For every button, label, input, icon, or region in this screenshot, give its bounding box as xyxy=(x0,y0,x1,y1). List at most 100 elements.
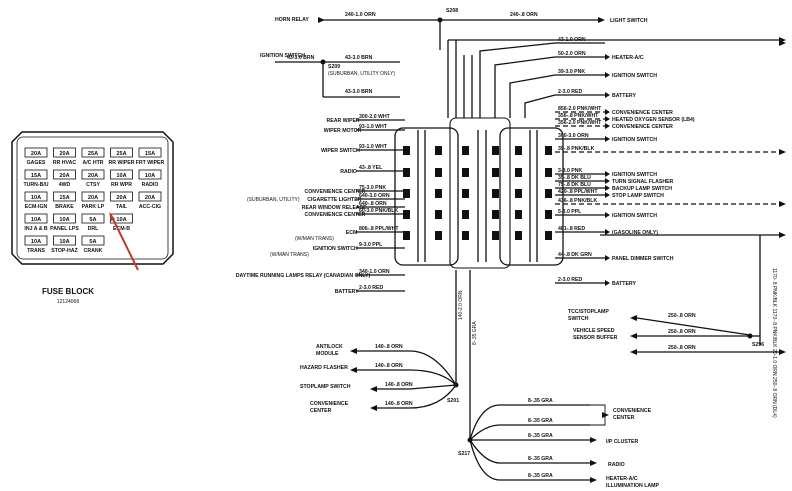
fuse-slot xyxy=(24,169,48,180)
connector-pin xyxy=(462,231,469,240)
connector-pin xyxy=(462,189,469,198)
connector-pin xyxy=(545,189,552,198)
fuse-name: ECM-IGN xyxy=(25,204,48,210)
right-arrow xyxy=(605,123,610,129)
riser-wire xyxy=(494,56,556,118)
right-wire-label: 420-.8 PPL/WHT xyxy=(558,189,598,195)
fuse-name: BRAKE xyxy=(55,204,74,210)
left-dest-label: REAR WIPER xyxy=(327,118,360,124)
fuse-name: PARK LP xyxy=(82,204,105,210)
pointer-arrow xyxy=(110,214,139,271)
bc-wire-4: 8-.35 GRA xyxy=(528,456,553,462)
fuse-name: PANEL LPS xyxy=(50,226,79,232)
right-wire-label: 436-.8 PNK/BLK xyxy=(558,198,597,204)
ip-cluster-label: I/P CLUSTER xyxy=(606,439,638,445)
fuse-slot xyxy=(138,191,162,202)
fuse-amp: 20A xyxy=(116,195,126,201)
right-dest-label: CONVENIENCE CENTER xyxy=(612,110,673,116)
fuse-slot xyxy=(24,147,48,158)
bottom-center-section: S217 8-.35 GRA 8-.35 GRA 8-.35 GRA 8-.35… xyxy=(458,385,659,489)
connector-pin xyxy=(515,168,522,177)
connector-pin xyxy=(462,146,469,155)
connector-pin xyxy=(492,189,499,198)
riser-wire xyxy=(524,94,556,118)
connector-pin xyxy=(435,168,442,177)
left-wire-label: 43-.8 YEL xyxy=(359,165,383,171)
fuse-amp: 25A xyxy=(88,151,98,157)
left-dest-label: RADIO xyxy=(340,169,357,175)
right-arrow xyxy=(605,255,610,261)
right-wire-label: 5-3.0 PPL xyxy=(558,209,582,215)
right-wire-label: 50-2.0 ORN xyxy=(558,51,586,57)
lr-wire-1: 250-.8 ORN xyxy=(668,313,696,319)
splice-s209-note: (SUBURBAN, UTILITY ONLY) xyxy=(328,71,395,77)
fuse-name: RR HVAC xyxy=(53,160,77,166)
ignition-switch-top: IGNITION SWITCH xyxy=(260,53,305,59)
right-dest-label: IGNITION SWITCH xyxy=(612,172,657,178)
fuse-slot xyxy=(53,147,76,158)
wire-43-brn-c: 43-3.0 BRN xyxy=(345,55,373,61)
left-wire-label: 93-1.0 WHT xyxy=(359,124,388,130)
fuse-name: FRT WIPER xyxy=(136,160,165,166)
right-arrow xyxy=(605,229,610,235)
right-arrow xyxy=(605,185,610,191)
left-dest-label: CIGARETTE LIGHTER xyxy=(307,197,361,203)
left-wire-label: 340-1.0 ORN xyxy=(359,269,390,275)
fuse-amp: 10A xyxy=(31,217,41,223)
right-dest-label: PANEL DIMMER SWITCH xyxy=(612,256,674,262)
bl-wire-2: 140-.8 ORN xyxy=(375,363,403,369)
horn-relay-label: HORN RELAY xyxy=(275,17,309,23)
fuse-slot xyxy=(138,169,162,180)
right-arrow xyxy=(605,92,610,98)
fuse-slot xyxy=(24,191,48,202)
right-wire-label: 39-.8 PNK/BLK xyxy=(558,146,595,152)
ecm-note: (W/MAN TRANS) xyxy=(295,236,334,242)
connector-pin xyxy=(435,210,442,219)
fuse-slot xyxy=(138,147,162,158)
right-arrow xyxy=(779,201,786,207)
fuse-name: 4WD xyxy=(59,182,71,188)
right-dest-label: BATTERY xyxy=(612,93,636,99)
fuse-amp: 20A xyxy=(88,195,98,201)
bc-wire-3: 8-.35 GRA xyxy=(528,433,553,439)
fuse-slot xyxy=(53,213,76,224)
fuse-name: RR WPR xyxy=(111,182,132,188)
right-wire-label: 356-.8 PNK/WHT xyxy=(558,113,599,119)
riser-wire xyxy=(479,42,556,118)
bc-wire-2: 8-.35 GRA xyxy=(528,418,553,424)
ign-note: (W/MAN TRANS) xyxy=(270,252,309,258)
cig-note: (SUBURBAN, UTILITY) xyxy=(247,197,300,203)
fuse-amp: 15A xyxy=(31,173,41,179)
top-section: HORN RELAY 240-1.0 ORN S208 240-.8 ORN L… xyxy=(260,8,648,98)
pointer-arrow-head xyxy=(109,212,115,221)
connector-pin xyxy=(462,168,469,177)
right-dest-label: TURN SIGNAL FLASHER xyxy=(612,179,674,185)
wire-43-brn: 43-3.0 BRN xyxy=(287,55,315,61)
fuse-name: ECM-B xyxy=(113,226,130,232)
riser-wire xyxy=(509,74,556,118)
right-arrow xyxy=(779,40,786,46)
left-dest-label: WIPER MOTOR xyxy=(324,128,362,134)
fuse-amp: 10A xyxy=(116,217,126,223)
left-dest-label: WIPER SWITCH xyxy=(321,148,360,154)
left-wire-label: 2-3.0 RED xyxy=(359,285,383,291)
fuse-slot xyxy=(110,169,133,180)
connector-pin xyxy=(435,231,442,240)
left-dest-label: DAYTIME RUNNING LAMPS RELAY (CANADIAN ON… xyxy=(236,273,371,279)
left-dest-label: REAR WINDOW RELEASE xyxy=(302,205,367,211)
connector-pin xyxy=(515,146,522,155)
right-dest-label: CONVENIENCE CENTER xyxy=(612,124,673,130)
right-dest-label: STOP LAMP SWITCH xyxy=(612,193,664,199)
right-wire-label: 3-3.0 PNK xyxy=(558,168,582,174)
connector-pin xyxy=(492,146,499,155)
fuse-amp: 15A xyxy=(59,195,69,201)
left-wire-label: 806-.8 PPL/WHT xyxy=(359,226,399,232)
fuse-slot xyxy=(24,213,48,224)
right-dest-label: BACKUP LAMP SWITCH xyxy=(612,186,672,192)
connector-pin xyxy=(403,210,410,219)
connector-pin xyxy=(435,189,442,198)
